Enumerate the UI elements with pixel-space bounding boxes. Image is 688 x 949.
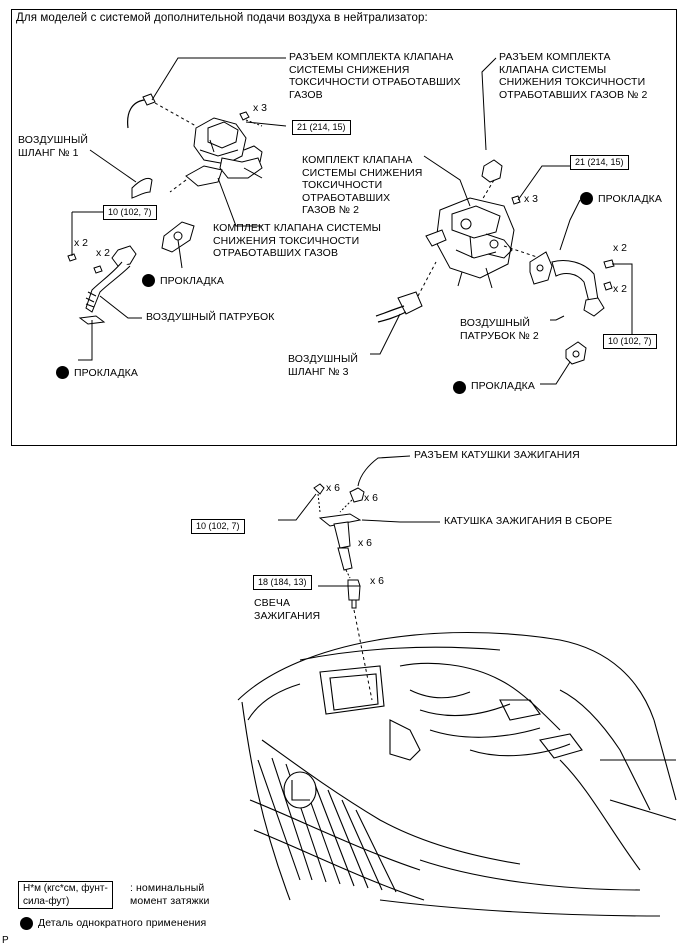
qty-air-pipe-bolts-b: x 2: [96, 247, 111, 259]
single-use-mark-gasket-a: [142, 274, 155, 287]
ignition-illustration: [278, 455, 440, 701]
vehicle-front-illustration: [237, 631, 677, 917]
valve-kit-illustration: [67, 57, 287, 361]
torque-valve-kit-bolts: 21 (214, 15): [292, 120, 351, 135]
legend-single-use-text: Деталь однократного применения: [38, 917, 207, 929]
label-air-hose-1: ВОЗДУШНЫЙ ШЛАНГ № 1: [18, 134, 89, 159]
label-air-pipe: ВОЗДУШНЫЙ ПАТРУБОК: [146, 311, 275, 323]
torque-air-pipe-bolts: 10 (102, 7): [103, 205, 157, 220]
label-air-pipe-2: ВОЗДУШНЫЙ ПАТРУБОК № 2: [460, 317, 539, 342]
qty-bolts-valve-kit: x 3: [253, 102, 268, 114]
qty-air-pipe-2-bolts-b: x 2: [613, 283, 628, 295]
qty-coils: x 6: [358, 537, 373, 549]
legend-torque-unit-box: Н*м (кгс*см, фунт- сила-фут): [18, 881, 113, 909]
label-valve-kit-2: КОМПЛЕКТ КЛАПАНА СИСТЕМЫ СНИЖЕНИЯ ТОКСИЧ…: [302, 154, 423, 216]
label-gasket-b: ПРОКЛАДКА: [74, 367, 138, 379]
qty-air-pipe-2-bolts-a: x 2: [613, 242, 628, 254]
torque-spark-plugs: 18 (184, 13): [253, 575, 312, 590]
single-use-mark-gasket-c: [580, 192, 593, 205]
qty-coil-connectors: x 6: [364, 492, 379, 504]
qty-spark-plugs: x 6: [370, 575, 385, 587]
torque-air-pipe-2-bolts: 10 (102, 7): [603, 334, 657, 349]
torque-valve-kit-2-bolts: 21 (214, 15): [570, 155, 629, 170]
legend-torque-description: : номинальный момент затяжки: [130, 882, 210, 907]
qty-air-pipe-bolts-a: x 2: [74, 237, 89, 249]
label-valve-kit: КОМПЛЕКТ КЛАПАНА СИСТЕМЫ СНИЖЕНИЯ ТОКСИЧ…: [213, 222, 381, 259]
section-header: Для моделей с системой дополнительной по…: [16, 12, 428, 24]
qty-coil-bolts: x 6: [326, 482, 341, 494]
label-valve-kit-connector: РАЗЪЕМ КОМПЛЕКТА КЛАПАНА СИСТЕМЫ СНИЖЕНИ…: [289, 51, 461, 101]
label-gasket-c: ПРОКЛАДКА: [598, 193, 662, 205]
qty-bolts-valve-kit-2: x 3: [524, 193, 539, 205]
label-gasket-a: ПРОКЛАДКА: [160, 275, 224, 287]
legend-single-use-mark: [20, 917, 33, 930]
valve-kit-2-illustration: [370, 57, 633, 385]
label-air-hose-3: ВОЗДУШНЫЙ ШЛАНГ № 3: [288, 353, 359, 378]
single-use-mark-gasket-b: [56, 366, 69, 379]
catalyst-air-system-frame: [11, 9, 677, 446]
label-valve-kit-2-connector: РАЗЪЕМ КОМПЛЕКТА КЛАПАНА СИСТЕМЫ СНИЖЕНИ…: [499, 51, 648, 101]
single-use-mark-gasket-d: [453, 381, 466, 394]
label-ignition-coil-connector: РАЗЪЕМ КАТУШКИ ЗАЖИГАНИЯ: [414, 449, 580, 461]
label-gasket-d: ПРОКЛАДКА: [471, 380, 535, 392]
label-spark-plug: СВЕЧА ЗАЖИГАНИЯ: [254, 597, 321, 622]
torque-coil-bolts: 10 (102, 7): [191, 519, 245, 534]
label-ignition-coil-assembly: КАТУШКА ЗАЖИГАНИЯ В СБОРЕ: [444, 515, 613, 527]
corner-mark: P: [2, 935, 9, 946]
